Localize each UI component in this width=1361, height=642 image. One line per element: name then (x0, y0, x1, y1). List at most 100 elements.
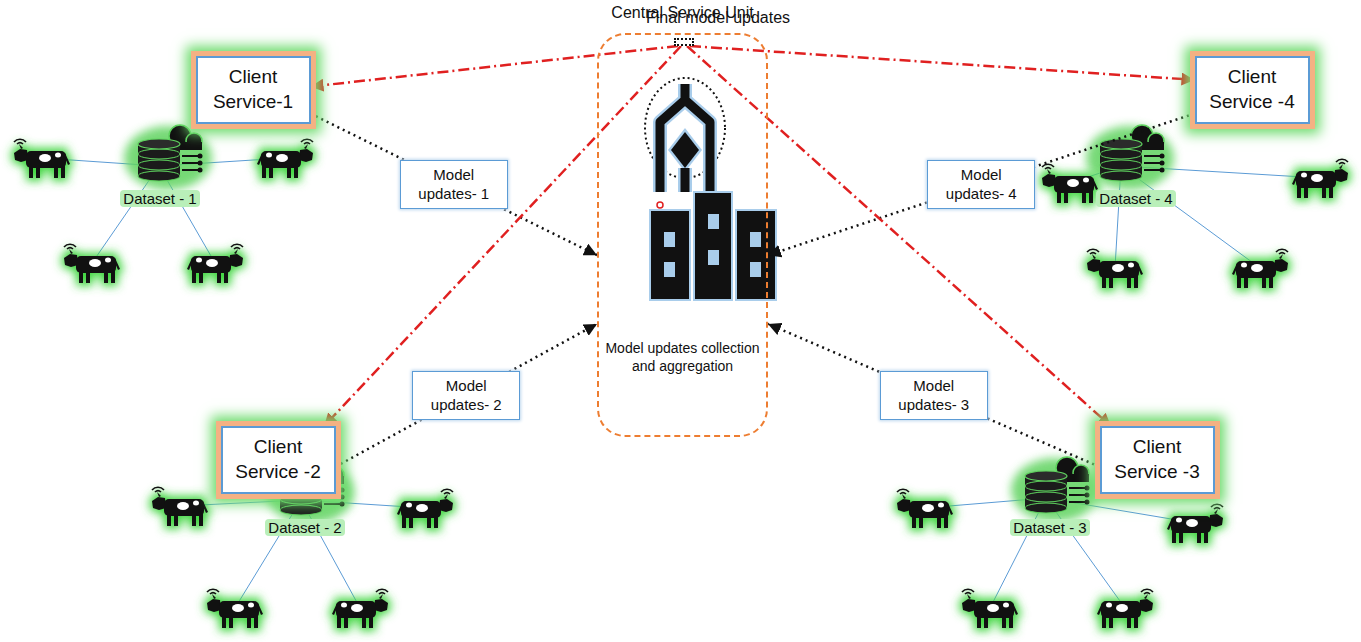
cow-glow (187, 249, 243, 283)
cow-patch (39, 154, 51, 162)
disk (1100, 171, 1142, 181)
cow-patch (1186, 519, 1198, 527)
disk (138, 171, 180, 181)
wifi-signal (441, 489, 453, 492)
cow-body (962, 594, 1018, 628)
circuit (1160, 154, 1165, 159)
cow-patch (55, 153, 61, 158)
service-unit-box: Central Service UnitModel updates collec… (597, 33, 768, 437)
cow-icon (1097, 589, 1153, 628)
cow-body (1167, 509, 1223, 543)
cow-patch (196, 258, 202, 263)
cow-glow (1097, 594, 1153, 628)
cow-body (1097, 594, 1153, 628)
dataset-label: Dataset - 1 (120, 190, 199, 207)
cow-icon (1232, 249, 1288, 288)
cow-body (152, 492, 208, 526)
dataset-label: Dataset - 3 (1010, 519, 1089, 536)
cow-body (1087, 254, 1143, 288)
model-update-arrow (768, 114, 1195, 256)
cow-body (207, 594, 263, 628)
cow-icon (1292, 159, 1348, 198)
cow-patch (1176, 518, 1182, 523)
cow-body (64, 249, 120, 283)
circuit (1085, 493, 1090, 498)
circuit (182, 155, 198, 157)
cow-patch (351, 604, 363, 612)
circuit (1160, 161, 1165, 166)
cow-body (1042, 169, 1098, 203)
cow-patch (922, 504, 934, 512)
cow-patch (232, 604, 244, 612)
cow-body (187, 249, 243, 283)
cow-icon (14, 139, 70, 178)
client-box: Client Service -3 (1100, 426, 1215, 493)
cow-patch (177, 502, 189, 510)
cow-glow (1167, 509, 1223, 543)
cow-icon (1167, 504, 1223, 543)
disk-top (1025, 471, 1067, 481)
cow-body (1292, 164, 1348, 198)
server-icon (645, 78, 776, 300)
cow-patch (266, 153, 272, 158)
wifi-signal (1042, 164, 1054, 167)
cow-icon (897, 489, 953, 528)
cow-patch (1003, 603, 1009, 608)
cow-patch (1083, 178, 1089, 183)
cow-icon (962, 589, 1018, 628)
circuit (1144, 162, 1160, 164)
client-box: Client Service -2 (221, 426, 336, 493)
final-update-arrow (690, 46, 1195, 80)
cow-patch (1067, 179, 1079, 187)
client-box: Client Service-1 (196, 56, 311, 123)
cow-body (257, 144, 313, 178)
wifi-signal (207, 589, 219, 592)
wifi-signal (1141, 589, 1153, 592)
circuit (198, 161, 203, 166)
circuit (1085, 486, 1090, 491)
wifi-signal (1144, 593, 1150, 594)
wifi-signal (1339, 163, 1345, 164)
node-text: Final model updates (646, 9, 722, 27)
final-update-arrow (687, 46, 1111, 426)
wifi-signal (1214, 508, 1220, 509)
wifi-signal (231, 244, 243, 247)
cow-patch (89, 259, 101, 267)
cow-patch (406, 503, 412, 508)
disk (280, 494, 322, 504)
glow (124, 126, 212, 190)
cow-patch (206, 259, 218, 267)
cow-patch (1106, 603, 1112, 608)
dataset-label: Dataset - 2 (265, 519, 344, 536)
circuit (1069, 494, 1085, 496)
cow-patch (987, 604, 999, 612)
disk-top (138, 139, 180, 149)
cow-icon (397, 489, 453, 528)
cow-patch (1128, 263, 1134, 268)
node-text: Client Service-1 (204, 65, 303, 114)
network-links (42, 158, 1320, 608)
disk (1025, 481, 1067, 491)
wifi-signal (304, 143, 310, 144)
disk (1025, 503, 1067, 513)
model-update-arrow (311, 114, 598, 256)
model-update-arrow (336, 324, 598, 467)
cow-glow (1087, 254, 1143, 288)
cow-patch (276, 154, 288, 162)
circuit (1069, 487, 1085, 489)
glow (1086, 126, 1174, 190)
cow-patch (1241, 263, 1247, 268)
node-text: Client Service -4 (1203, 65, 1302, 114)
cow-patch (105, 258, 111, 263)
circuit (324, 503, 340, 505)
wifi-signal (379, 593, 385, 594)
wifi-signal (1090, 253, 1096, 254)
wifi-signal (897, 489, 909, 492)
wifi-signal (152, 487, 164, 490)
wifi-signal (1045, 168, 1051, 169)
cow-patch (1301, 173, 1307, 178)
wifi-signal (210, 593, 216, 594)
circuit (182, 162, 198, 164)
cow-icon (1042, 164, 1098, 203)
